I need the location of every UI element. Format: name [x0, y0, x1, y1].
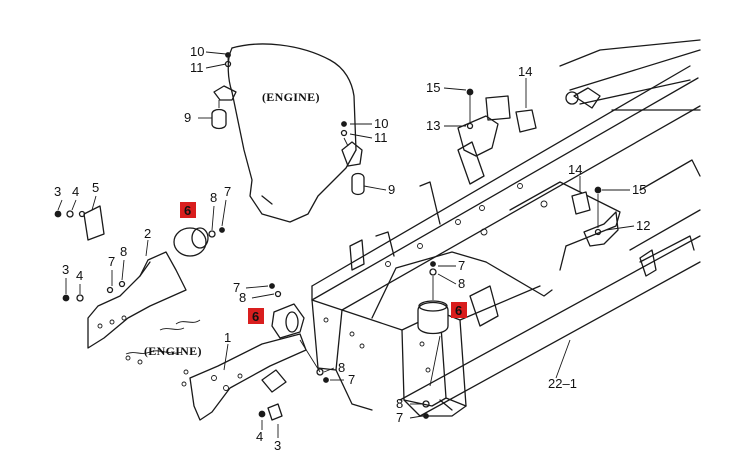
part-label-8: 8 — [458, 276, 465, 291]
highlighted-part-6-upper[interactable]: 6 — [180, 202, 196, 218]
part-label-22-1: 22–1 — [548, 376, 577, 391]
left-bracket-1 — [189, 333, 307, 421]
part-label-15: 15 — [426, 80, 440, 95]
part-label-15: 15 — [632, 182, 646, 197]
highlighted-part-6-frame[interactable]: 6 — [451, 302, 467, 318]
part-label-12: 12 — [636, 218, 650, 233]
engine-bracket-right — [340, 121, 365, 196]
part-label-11: 11 — [374, 130, 388, 145]
part-label-7: 7 — [458, 258, 465, 273]
part-label-2: 2 — [144, 226, 151, 241]
engine-mount-rubber-lower — [269, 283, 329, 383]
leader-lines — [57, 51, 635, 438]
part-label-11: 11 — [190, 60, 204, 75]
highlight-label: 6 — [184, 203, 191, 218]
part-label-7: 7 — [224, 184, 231, 199]
part-label-3: 3 — [54, 184, 61, 199]
part-label-4: 4 — [72, 184, 79, 199]
engine-label-left: (ENGINE) — [144, 344, 202, 358]
bracket-12-right — [571, 186, 619, 247]
left-bracket-5 — [54, 205, 105, 241]
part-label-7: 7 — [396, 410, 403, 425]
part-label-10: 10 — [374, 116, 388, 131]
part-label-13: 13 — [426, 118, 440, 133]
part-label-4: 4 — [256, 429, 263, 444]
engine-bracket-left — [211, 52, 237, 130]
part-label-8: 8 — [210, 190, 217, 205]
highlight-box — [248, 308, 264, 324]
part-label-1: 1 — [224, 330, 231, 345]
part-label-14: 14 — [568, 162, 582, 177]
part-label-3: 3 — [274, 438, 281, 453]
part-label-8: 8 — [338, 360, 345, 375]
left-bracket-2 — [62, 251, 187, 349]
part-label-7: 7 — [108, 254, 115, 269]
highlight-label: 6 — [252, 309, 259, 324]
part-label-14: 14 — [518, 64, 532, 79]
chassis-frame — [311, 39, 701, 417]
part-label-4: 4 — [76, 268, 83, 283]
part-label-9: 9 — [184, 110, 191, 125]
engine-outline-top — [227, 43, 357, 223]
highlight-label: 6 — [455, 303, 462, 318]
engine-mount-rubber-frame — [417, 261, 449, 419]
part-label-9: 9 — [388, 182, 395, 197]
highlight-box — [180, 202, 196, 218]
part-label-8: 8 — [239, 290, 246, 305]
part-label-8: 8 — [120, 244, 127, 259]
part-label-8: 8 — [396, 396, 403, 411]
part-label-7: 7 — [348, 372, 355, 387]
part-label-7: 7 — [233, 280, 240, 295]
part-label-10: 10 — [190, 44, 204, 59]
bracket-13-top — [457, 88, 537, 157]
engine-outline-left — [125, 319, 201, 387]
highlight-box — [451, 302, 467, 318]
engine-text-left: (ENGINE) — [144, 344, 202, 358]
engine-text-top: (ENGINE) — [262, 90, 320, 104]
highlighted-part-6-lower[interactable]: 6 — [248, 308, 264, 324]
part-label-5: 5 — [92, 180, 99, 195]
engine-label-top: (ENGINE) — [262, 90, 320, 104]
engine-mount-rubber-upper — [173, 227, 225, 257]
part-label-3: 3 — [62, 262, 69, 277]
part-number-labels: 10 11 9 10 11 9 3 4 5 3 4 7 8 2 8 7 7 8 … — [54, 44, 650, 453]
